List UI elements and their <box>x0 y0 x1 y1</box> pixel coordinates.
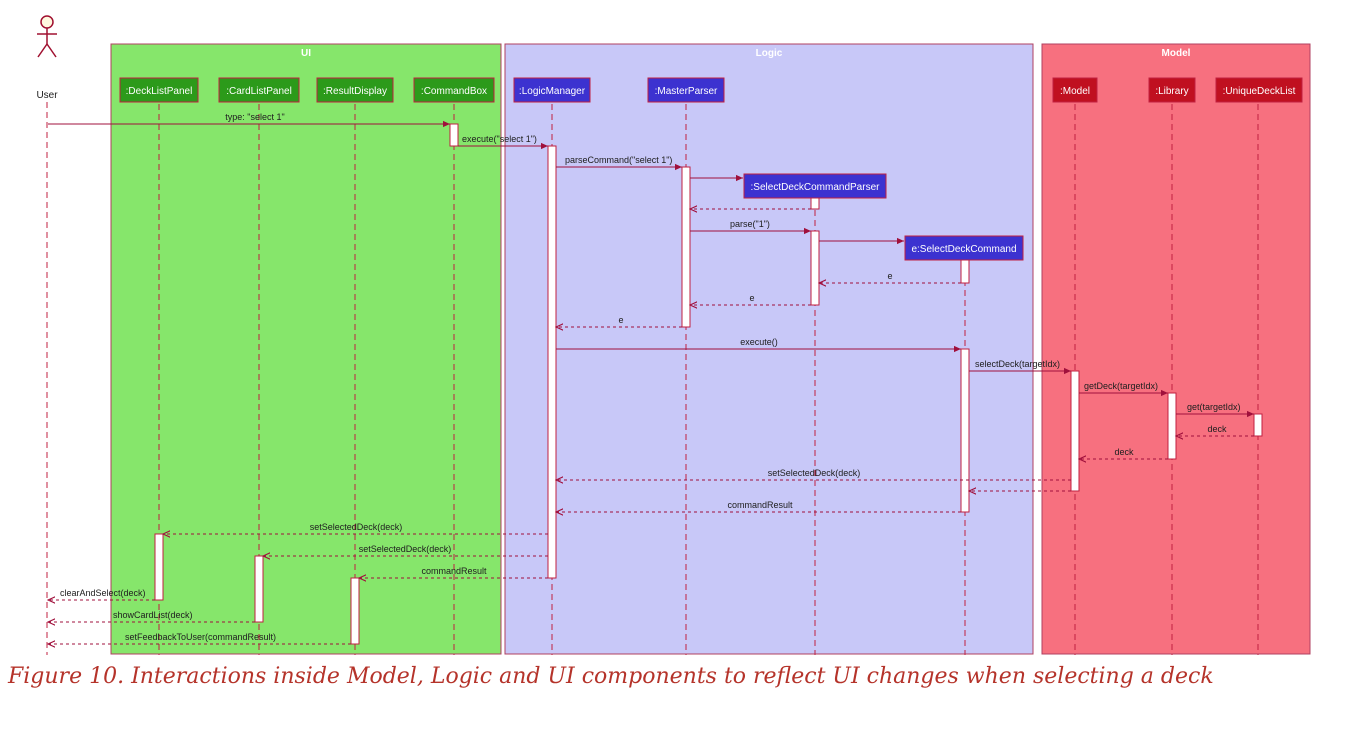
participant-label-masterparser: :MasterParser <box>655 86 718 97</box>
message-label-parse: parse("1") <box>730 219 770 229</box>
participant-label-logicmanager: :LogicManager <box>519 86 586 97</box>
message-label-return-deck-1: deck <box>1207 424 1227 434</box>
participant-label-model: :Model <box>1060 86 1090 97</box>
activation-selectdeckcommandparser-2 <box>810 230 820 306</box>
participant-selectdeckcommand <box>904 235 1024 261</box>
activation-logicmanager <box>547 145 557 579</box>
logic-box-title: Logic <box>756 48 783 59</box>
activation-uniquedecklist <box>1253 413 1263 437</box>
participant-uniquedecklist <box>1215 77 1303 103</box>
participant-model <box>1052 77 1098 103</box>
participant-label-library: :Library <box>1155 86 1188 97</box>
participant-label-uniquedecklist: :UniqueDeckList <box>1223 86 1296 97</box>
activation-cardlistpanel <box>254 555 264 623</box>
participant-label-commandbox: :CommandBox <box>421 86 487 97</box>
activation-model <box>1070 370 1080 492</box>
message-label-execute: execute() <box>740 337 778 347</box>
participant-label-cardlistpanel: :CardListPanel <box>226 86 292 97</box>
activation-selectdeckcommandparser-1 <box>810 197 820 210</box>
model-box <box>1041 43 1311 655</box>
participant-logicmanager <box>513 77 591 103</box>
participant-selectdeckcommandparser <box>743 173 887 199</box>
message-label-showcardlist: showCardList(deck) <box>113 610 193 620</box>
activation-masterparser <box>681 166 691 328</box>
message-label-setfeedback: setFeedbackToUser(commandResult) <box>125 632 276 642</box>
message-label-setselecteddeck-decklist: setSelectedDeck(deck) <box>310 522 403 532</box>
message-label-getdeck: getDeck(targetIdx) <box>1084 381 1158 391</box>
activation-selectdeckcommand-1 <box>960 259 970 284</box>
activation-library <box>1167 392 1177 460</box>
participant-label-selectdeckcommandparser: :SelectDeckCommandParser <box>751 182 881 193</box>
participant-decklistpanel <box>119 77 199 103</box>
message-label-setselecteddeck-cardlist: setSelectedDeck(deck) <box>359 544 452 554</box>
participant-commandbox <box>413 77 495 103</box>
activation-commandbox <box>449 123 459 147</box>
user-actor-icon <box>37 15 57 58</box>
participant-resultdisplay <box>316 77 394 103</box>
participant-library <box>1148 77 1196 103</box>
participant-cardlistpanel <box>218 77 300 103</box>
message-label-parsecommand: parseCommand("select 1") <box>565 155 672 165</box>
model-box-title: Model <box>1162 48 1191 59</box>
message-label-clearandselect: clearAndSelect(deck) <box>60 588 146 598</box>
activation-resultdisplay <box>350 577 360 645</box>
message-label-commandresult-logic: commandResult <box>727 500 793 510</box>
message-label-return-e-1: e <box>887 271 892 281</box>
activation-selectdeckcommand-2 <box>960 348 970 513</box>
message-label-setselecteddeck-logic: setSelectedDeck(deck) <box>768 468 861 478</box>
ui-box-title: UI <box>301 48 311 59</box>
participant-label-selectdeckcommand: e:SelectDeckCommand <box>911 244 1016 255</box>
participant-label-resultdisplay: :ResultDisplay <box>323 86 387 97</box>
message-label-return-e-2: e <box>749 293 754 303</box>
figure-caption: Figure 10. Interactions inside Model, Lo… <box>8 664 1214 689</box>
participant-masterparser <box>647 77 725 103</box>
message-label-type-select: type: "select 1" <box>225 112 284 122</box>
participant-label-decklistpanel: :DeckListPanel <box>126 86 193 97</box>
message-label-selectdeck: selectDeck(targetIdx) <box>975 359 1060 369</box>
message-label-return-e-3: e <box>618 315 623 325</box>
ui-box <box>110 43 502 655</box>
message-label-commandresult-display: commandResult <box>421 566 487 576</box>
message-label-execute-select: execute("select 1") <box>462 134 537 144</box>
activation-decklistpanel <box>154 533 164 601</box>
message-label-get: get(targetIdx) <box>1187 402 1241 412</box>
sequence-diagram: UI Logic Model User :DeckListPanel :Card… <box>36 15 1311 655</box>
actor-label: User <box>36 90 58 101</box>
message-label-return-deck-2: deck <box>1114 447 1134 457</box>
